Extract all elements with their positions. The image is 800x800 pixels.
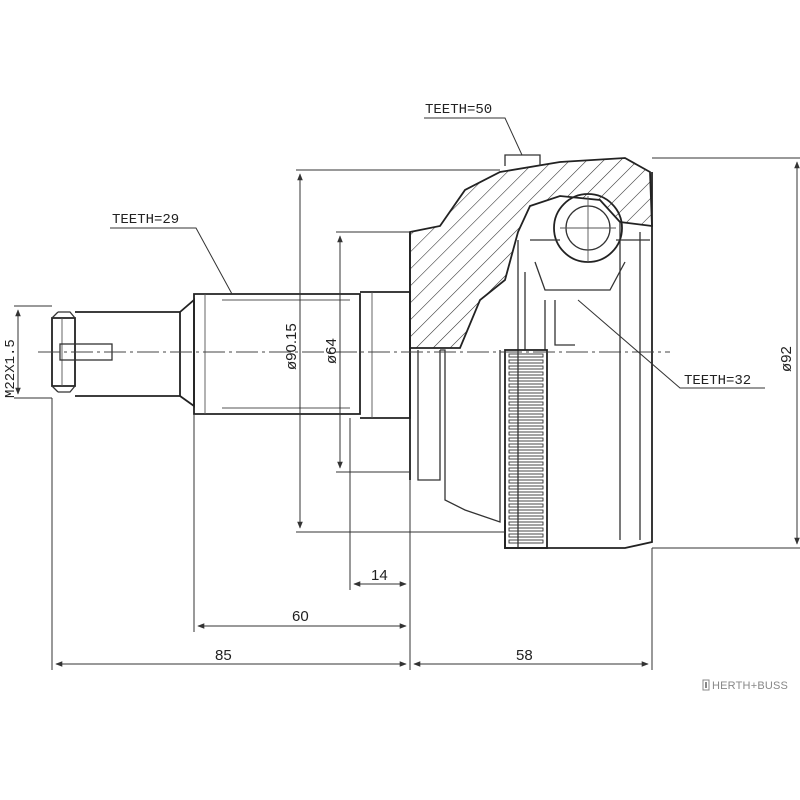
abs-tooth	[508, 467, 544, 472]
label-dia-abs: ø64	[323, 338, 340, 364]
label-length-58: 58	[516, 647, 533, 664]
abs-tooth	[508, 407, 544, 412]
abs-tooth	[508, 479, 544, 484]
abs-tone-ring	[504, 349, 548, 549]
abs-tooth	[508, 359, 544, 364]
abs-tooth	[508, 389, 544, 394]
label-teeth-inner: TEETH=32	[684, 373, 751, 389]
abs-tooth	[508, 371, 544, 376]
abs-tooth	[508, 413, 544, 418]
abs-tooth	[508, 515, 544, 520]
abs-tooth	[508, 485, 544, 490]
abs-tooth	[508, 383, 544, 388]
diameter-dimensions	[14, 157, 800, 549]
teeth-leaders	[110, 117, 765, 389]
abs-tooth	[508, 353, 544, 358]
label-length-60: 60	[292, 608, 309, 625]
abs-tooth	[508, 401, 544, 406]
abs-tooth	[508, 491, 544, 496]
abs-tooth	[508, 365, 544, 370]
abs-tooth	[508, 527, 544, 532]
abs-tooth	[508, 497, 544, 502]
label-length-14: 14	[371, 567, 388, 584]
label-dia-seal: ø90.15	[283, 323, 300, 370]
watermark-text: HERTH+BUSS	[712, 680, 788, 692]
label-thread-size: M22X1.5	[3, 339, 19, 398]
abs-tooth	[508, 437, 544, 442]
abs-tooth	[508, 419, 544, 424]
abs-tooth	[508, 509, 544, 514]
abs-tooth	[508, 473, 544, 478]
stub-shaft	[51, 232, 501, 523]
abs-tooth	[508, 533, 544, 538]
abs-tooth	[508, 455, 544, 460]
abs-tooth	[508, 461, 544, 466]
abs-tooth	[508, 431, 544, 436]
label-teeth-shaft: TEETH=29	[112, 212, 179, 228]
abs-tooth	[508, 395, 544, 400]
abs-tooth	[508, 449, 544, 454]
abs-tooth	[508, 521, 544, 526]
abs-tooth	[508, 443, 544, 448]
label-dia-outer: ø92	[778, 346, 795, 372]
abs-tooth	[508, 539, 544, 544]
abs-tooth	[508, 503, 544, 508]
housing-spline-detail	[504, 154, 541, 166]
length-dimensions	[51, 398, 653, 670]
bell-housing-section	[409, 157, 653, 549]
abs-tooth	[508, 425, 544, 430]
herth-buss-logo-icon	[702, 679, 710, 691]
label-teeth-outer: TEETH=50	[425, 102, 492, 118]
label-length-85: 85	[215, 647, 232, 664]
abs-tooth	[508, 377, 544, 382]
